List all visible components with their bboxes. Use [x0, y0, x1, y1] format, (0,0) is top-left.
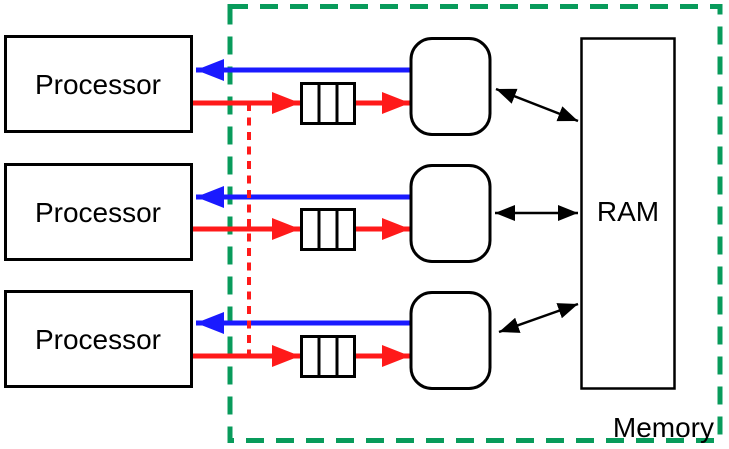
queue-rect-1 — [300, 82, 356, 125]
ram-box: RAM — [580, 37, 676, 390]
memory-region-boundary — [227, 4, 723, 443]
fifo-queue-1 — [300, 82, 356, 125]
processor-rect-2 — [4, 163, 193, 261]
ram-rect — [580, 37, 676, 390]
processor-label-1: Processor — [35, 69, 161, 100]
queue-rect-2 — [300, 208, 356, 251]
processor-rect-1 — [4, 35, 193, 133]
memory-port-node-3 — [409, 291, 492, 390]
memory-region-label: Memory — [613, 412, 714, 443]
fifo-queue-2 — [300, 208, 356, 251]
black-double-arrow-1 — [495, 87, 579, 123]
memory-port-node-1 — [409, 37, 492, 136]
processor-label-3: Processor — [35, 324, 161, 355]
processor-box-3: Processor — [4, 290, 193, 388]
processor-box-1: Processor — [4, 35, 193, 133]
processor-box-2: Processor — [4, 163, 193, 261]
processor-rect-3 — [4, 290, 193, 388]
queue-rect-3 — [300, 335, 356, 378]
processor-label-2: Processor — [35, 197, 161, 228]
black-double-arrow-3 — [498, 302, 579, 334]
ram-label: RAM — [597, 196, 659, 227]
memory-port-node-2 — [409, 164, 492, 263]
fifo-queue-3 — [300, 335, 356, 378]
